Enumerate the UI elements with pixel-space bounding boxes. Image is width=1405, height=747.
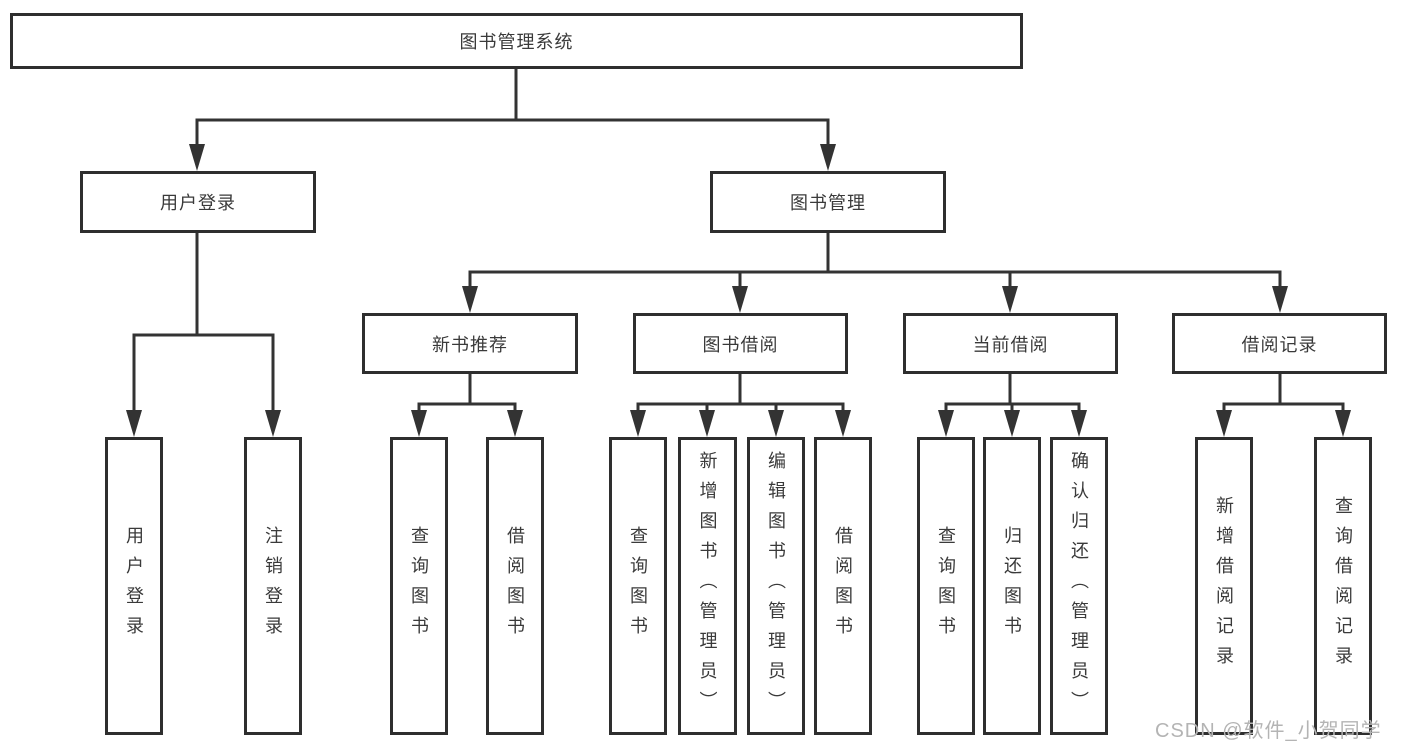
csdn-watermark: CSDN @软件_小贺同学 (1155, 720, 1382, 742)
leaf-return-books-label: 归还图书 (1002, 526, 1022, 646)
leaf-query-books-3-label: 查询图书 (936, 526, 956, 646)
leaf-query-books-2: 查询图书 (609, 437, 667, 735)
arrowhead-leaf-borrow-books-1 (507, 410, 523, 437)
arrowhead-user-login (189, 144, 205, 171)
leaf-confirm-return: 确认归还（管理员） (1050, 437, 1108, 735)
node-user-login-label: 用户登录 (160, 193, 236, 213)
leaf-add-record-label: 新增借阅记录 (1214, 496, 1234, 676)
leaf-query-record: 查询借阅记录 (1314, 437, 1372, 735)
arrowhead-leaf-edit-books (768, 410, 784, 437)
leaf-borrow-books-1-label: 借阅图书 (505, 526, 525, 646)
leaf-add-books-label: 新增图书（管理员） (697, 451, 718, 721)
connector-book-mgmt-children (468, 233, 1282, 290)
node-book-mgmt-label: 图书管理 (790, 193, 866, 213)
connector-borrow-records-children (1222, 374, 1345, 414)
node-root-label: 图书管理系统 (459, 32, 574, 52)
leaf-borrow-books-2: 借阅图书 (814, 437, 872, 735)
leaf-borrow-books-1: 借阅图书 (486, 437, 544, 735)
node-borrow-records: 借阅记录 (1172, 313, 1387, 374)
connector-user-login-children (132, 233, 275, 414)
connector-book-borrow-children (636, 374, 845, 414)
arrowhead-leaf-return-books (1004, 410, 1020, 437)
node-new-book-rec-label: 新书推荐 (432, 334, 508, 355)
node-root: 图书管理系统 (10, 13, 1023, 69)
node-user-login: 用户登录 (80, 171, 316, 233)
arrowhead-current-borrow (1002, 286, 1018, 313)
leaf-confirm-return-label: 确认归还（管理员） (1069, 451, 1089, 721)
connector-root-to-level2 (195, 69, 830, 148)
node-book-borrow: 图书借阅 (633, 313, 848, 374)
arrowhead-leaf-borrow-books-2 (835, 410, 851, 437)
arrowhead-new-book-rec (462, 286, 478, 313)
connector-new-book-rec-children (417, 374, 517, 414)
arrowhead-leaf-logout (265, 410, 281, 437)
arrowhead-borrow-records (1272, 286, 1288, 313)
arrowhead-leaf-confirm-return (1071, 410, 1087, 437)
arrowhead-book-mgmt (820, 144, 836, 171)
leaf-add-record: 新增借阅记录 (1195, 437, 1253, 735)
leaf-query-record-label: 查询借阅记录 (1333, 496, 1353, 676)
node-book-mgmt: 图书管理 (710, 171, 946, 233)
leaf-edit-books: 编辑图书（管理员） (747, 437, 805, 735)
arrowhead-leaf-query-books-3 (938, 410, 954, 437)
leaf-edit-books-label: 编辑图书（管理员） (766, 451, 786, 721)
leaf-user-login: 用户登录 (105, 437, 163, 735)
node-book-borrow-label: 图书借阅 (702, 334, 779, 355)
arrowhead-leaf-query-record (1335, 410, 1351, 437)
arrowhead-leaf-add-record (1216, 410, 1232, 437)
node-current-borrow: 当前借阅 (903, 313, 1118, 374)
arrowhead-leaf-user-login (126, 410, 142, 437)
leaf-return-books: 归还图书 (983, 437, 1041, 735)
connector-current-borrow-children (944, 374, 1081, 414)
leaf-add-books: 新增图书（管理员） (678, 437, 737, 735)
leaf-logout: 注销登录 (244, 437, 302, 735)
node-current-borrow-label: 当前借阅 (972, 334, 1049, 355)
leaf-query-books-3: 查询图书 (917, 437, 975, 735)
node-borrow-records-label: 借阅记录 (1241, 334, 1318, 355)
arrowhead-leaf-query-books-2 (630, 410, 646, 437)
leaf-query-books-1-label: 查询图书 (409, 526, 429, 646)
leaf-borrow-books-2-label: 借阅图书 (833, 526, 853, 646)
leaf-user-login-label: 用户登录 (124, 526, 144, 646)
leaf-query-books-1: 查询图书 (390, 437, 448, 735)
arrowhead-book-borrow (732, 286, 748, 313)
node-new-book-rec: 新书推荐 (362, 313, 578, 374)
arrowhead-leaf-add-books (699, 410, 715, 437)
leaf-logout-label: 注销登录 (263, 526, 283, 646)
leaf-query-books-2-label: 查询图书 (628, 526, 648, 646)
arrowhead-leaf-query-books-1 (411, 410, 427, 437)
